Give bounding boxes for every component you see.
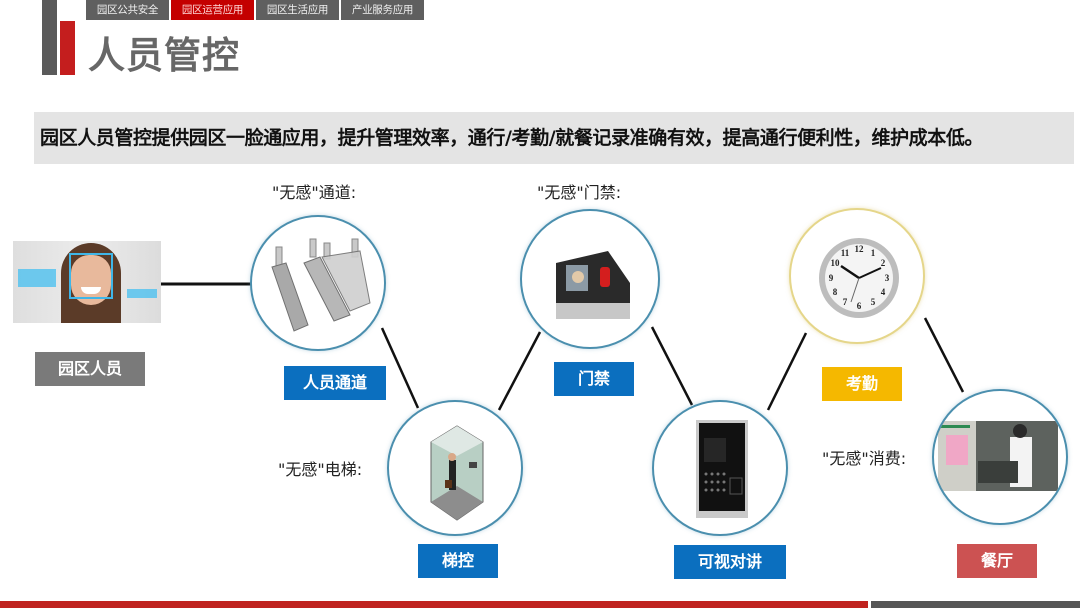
page-title: 人员管控 <box>88 34 240 77</box>
access-circle[interactable] <box>520 209 660 349</box>
elevator-icon <box>430 425 484 521</box>
svg-text:5: 5 <box>871 297 876 307</box>
tab-industry-services[interactable]: 产业服务应用 <box>341 0 424 20</box>
top-tabs: 园区公共安全 园区运营应用 园区生活应用 产业服务应用 <box>86 0 424 20</box>
svg-text:10: 10 <box>831 258 841 268</box>
elevator-caption: "无感"电梯: <box>278 460 363 479</box>
face-shape <box>71 255 111 305</box>
canteen-label[interactable]: 餐厅 <box>957 544 1037 578</box>
passage-caption: "无感"通道: <box>272 183 357 202</box>
header-accent-bar-red <box>60 21 75 75</box>
access-label[interactable]: 门禁 <box>554 362 634 396</box>
footer-bar-grey <box>871 601 1080 608</box>
access-terminal-icon <box>556 251 630 319</box>
face-tag-left <box>18 269 56 287</box>
svg-text:3: 3 <box>885 273 890 283</box>
turnstile-icon <box>271 238 371 332</box>
face-recognition-image <box>13 241 161 323</box>
tab-operations[interactable]: 园区运营应用 <box>171 0 254 20</box>
canteen-circle[interactable] <box>932 389 1068 525</box>
svg-text:12: 12 <box>855 244 865 254</box>
intercom-panel-icon <box>696 420 748 518</box>
svg-text:4: 4 <box>881 287 886 297</box>
svg-text:7: 7 <box>843 297 848 307</box>
face-detect-box <box>69 253 113 299</box>
svg-text:2: 2 <box>881 258 886 268</box>
header-accent-bar-grey <box>42 0 57 75</box>
elevator-circle[interactable] <box>387 400 523 536</box>
tab-public-safety[interactable]: 园区公共安全 <box>86 0 169 20</box>
svg-text:9: 9 <box>829 273 834 283</box>
smile-shape <box>81 287 101 294</box>
footer-bar-red <box>0 601 868 608</box>
tab-living[interactable]: 园区生活应用 <box>256 0 339 20</box>
svg-text:11: 11 <box>841 248 850 258</box>
svg-text:1: 1 <box>871 248 876 258</box>
intercom-circle[interactable] <box>652 400 788 536</box>
elevator-label[interactable]: 梯控 <box>418 544 498 578</box>
passage-circle[interactable] <box>250 215 386 351</box>
canteen-caption: "无感"消费: <box>822 449 907 468</box>
attendance-label[interactable]: 考勤 <box>822 367 902 401</box>
svg-text:6: 6 <box>857 301 862 311</box>
access-caption: "无感"门禁: <box>537 183 622 202</box>
passage-label[interactable]: 人员通道 <box>284 366 386 400</box>
intercom-label[interactable]: 可视对讲 <box>674 545 786 579</box>
park-personnel-label: 园区人员 <box>35 352 145 386</box>
face-tag-right <box>127 289 157 298</box>
canteen-photo <box>938 421 1058 491</box>
summary-banner <box>34 112 1074 164</box>
svg-text:8: 8 <box>833 287 838 297</box>
summary-text: 园区人员管控提供园区一脸通应用，提升管理效率，通行/考勤/就餐记录准确有效，提高… <box>40 127 984 149</box>
